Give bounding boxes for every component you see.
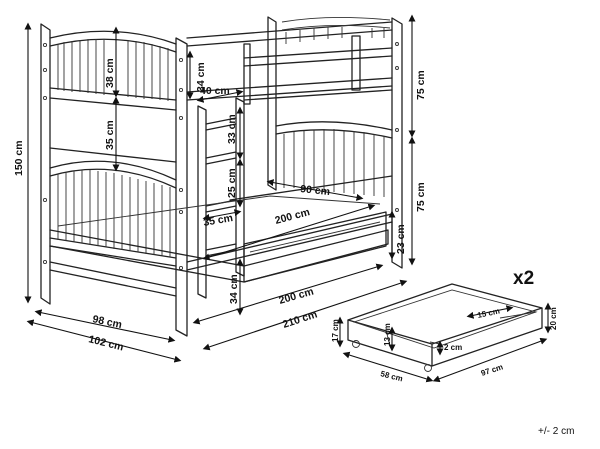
ladder-step-width-label: 34 cm: [195, 62, 207, 92]
drawer-divider-label: 15 cm: [477, 306, 501, 320]
drawer-drawing: [347, 283, 543, 372]
front-left-post: [40, 23, 51, 305]
bottom-clearance-label: 34 cm: [228, 274, 240, 304]
mattress-width-label: 90 cm: [300, 183, 331, 198]
headboard-lower-panel-label: 35 cm: [104, 120, 116, 150]
lower-bunk-height-label: 75 cm: [415, 182, 427, 212]
drawer-depth-label: 58 cm: [380, 369, 404, 383]
dimension-lines: [24, 14, 416, 363]
headboard-top-rail-label: 38 cm: [104, 58, 116, 88]
ladder-step-spacing-label: 33 cm: [226, 114, 238, 144]
drawer-front-height-label: 17 cm: [331, 319, 340, 342]
ladder-depth-label: 40 cm: [200, 85, 230, 97]
back-lower-headboard: [275, 121, 393, 197]
drawer-dimension-lines: [336, 302, 552, 383]
drawer-wall-thickness-label: 2 cm: [444, 343, 462, 352]
frame-width-label: 98 cm: [91, 313, 123, 331]
drawer-clearance-label: 23 cm: [395, 224, 407, 254]
front-right-post: [175, 37, 188, 337]
bed-dimension-labels: 150 cm 38 cm 35 cm 34 cm 40 cm 33 cm 25 …: [13, 58, 427, 353]
drawer-quantity: x2: [513, 268, 534, 289]
lower-headboard: [49, 160, 177, 297]
bunk-bed-drawing: [40, 16, 403, 337]
drawer-inner-height-label: 13 cm: [383, 323, 392, 346]
frame-length-label: 200 cm: [278, 286, 316, 307]
mattress-length-label: 200 cm: [274, 206, 312, 227]
overall-length-label: 210 cm: [281, 308, 319, 330]
underbed-drawer: [243, 211, 387, 283]
wheel-icon: [352, 340, 360, 348]
wheel-icon: [424, 364, 432, 372]
ladder-width-label: 35 cm: [202, 212, 233, 229]
drawer-length-label: 97 cm: [480, 362, 504, 378]
total-height-label: 150 cm: [13, 140, 25, 176]
overall-width-label: 102 cm: [87, 333, 124, 353]
tolerance-note: +/- 2 cm: [538, 426, 574, 437]
ladder-lower-spacing-label: 25 cm: [226, 168, 238, 198]
upper-bunk-height-label: 75 cm: [415, 70, 427, 100]
lower-bed-frame: [49, 175, 393, 283]
drawer-height-label: 20 cm: [549, 307, 558, 330]
